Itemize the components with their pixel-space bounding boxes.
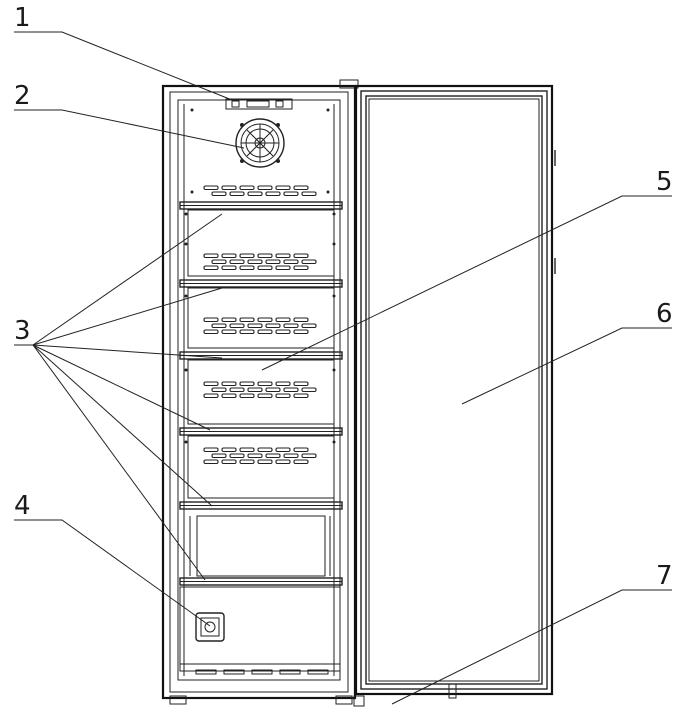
callout-label-1: 1	[14, 3, 31, 33]
vent-panels	[184, 108, 336, 499]
fan-unit	[235, 118, 285, 168]
back-panel-4	[187, 435, 335, 499]
top-control-strip	[225, 98, 293, 110]
open-shelf-frame	[189, 515, 331, 577]
callout-label-2: 2	[14, 81, 31, 111]
shelves	[179, 201, 343, 586]
callout-label-4: 4	[14, 491, 31, 521]
callout-label-5: 5	[656, 167, 673, 197]
leader-lines	[14, 31, 672, 705]
back-panel-3	[187, 359, 335, 425]
vent-grille-2	[203, 253, 317, 271]
callout-label-3: 3	[14, 316, 31, 346]
controller-box-icon	[195, 612, 225, 642]
vent-grille-1	[203, 185, 317, 197]
vent-grille-3	[203, 317, 317, 335]
back-panel-2	[187, 287, 335, 349]
callout-label-6: 6	[656, 299, 673, 329]
callout-label-7: 7	[656, 561, 673, 591]
glass-door	[353, 84, 556, 707]
vent-grille-4	[203, 381, 317, 399]
vent-grille-5	[203, 447, 317, 465]
bottom-compartment	[179, 586, 341, 675]
